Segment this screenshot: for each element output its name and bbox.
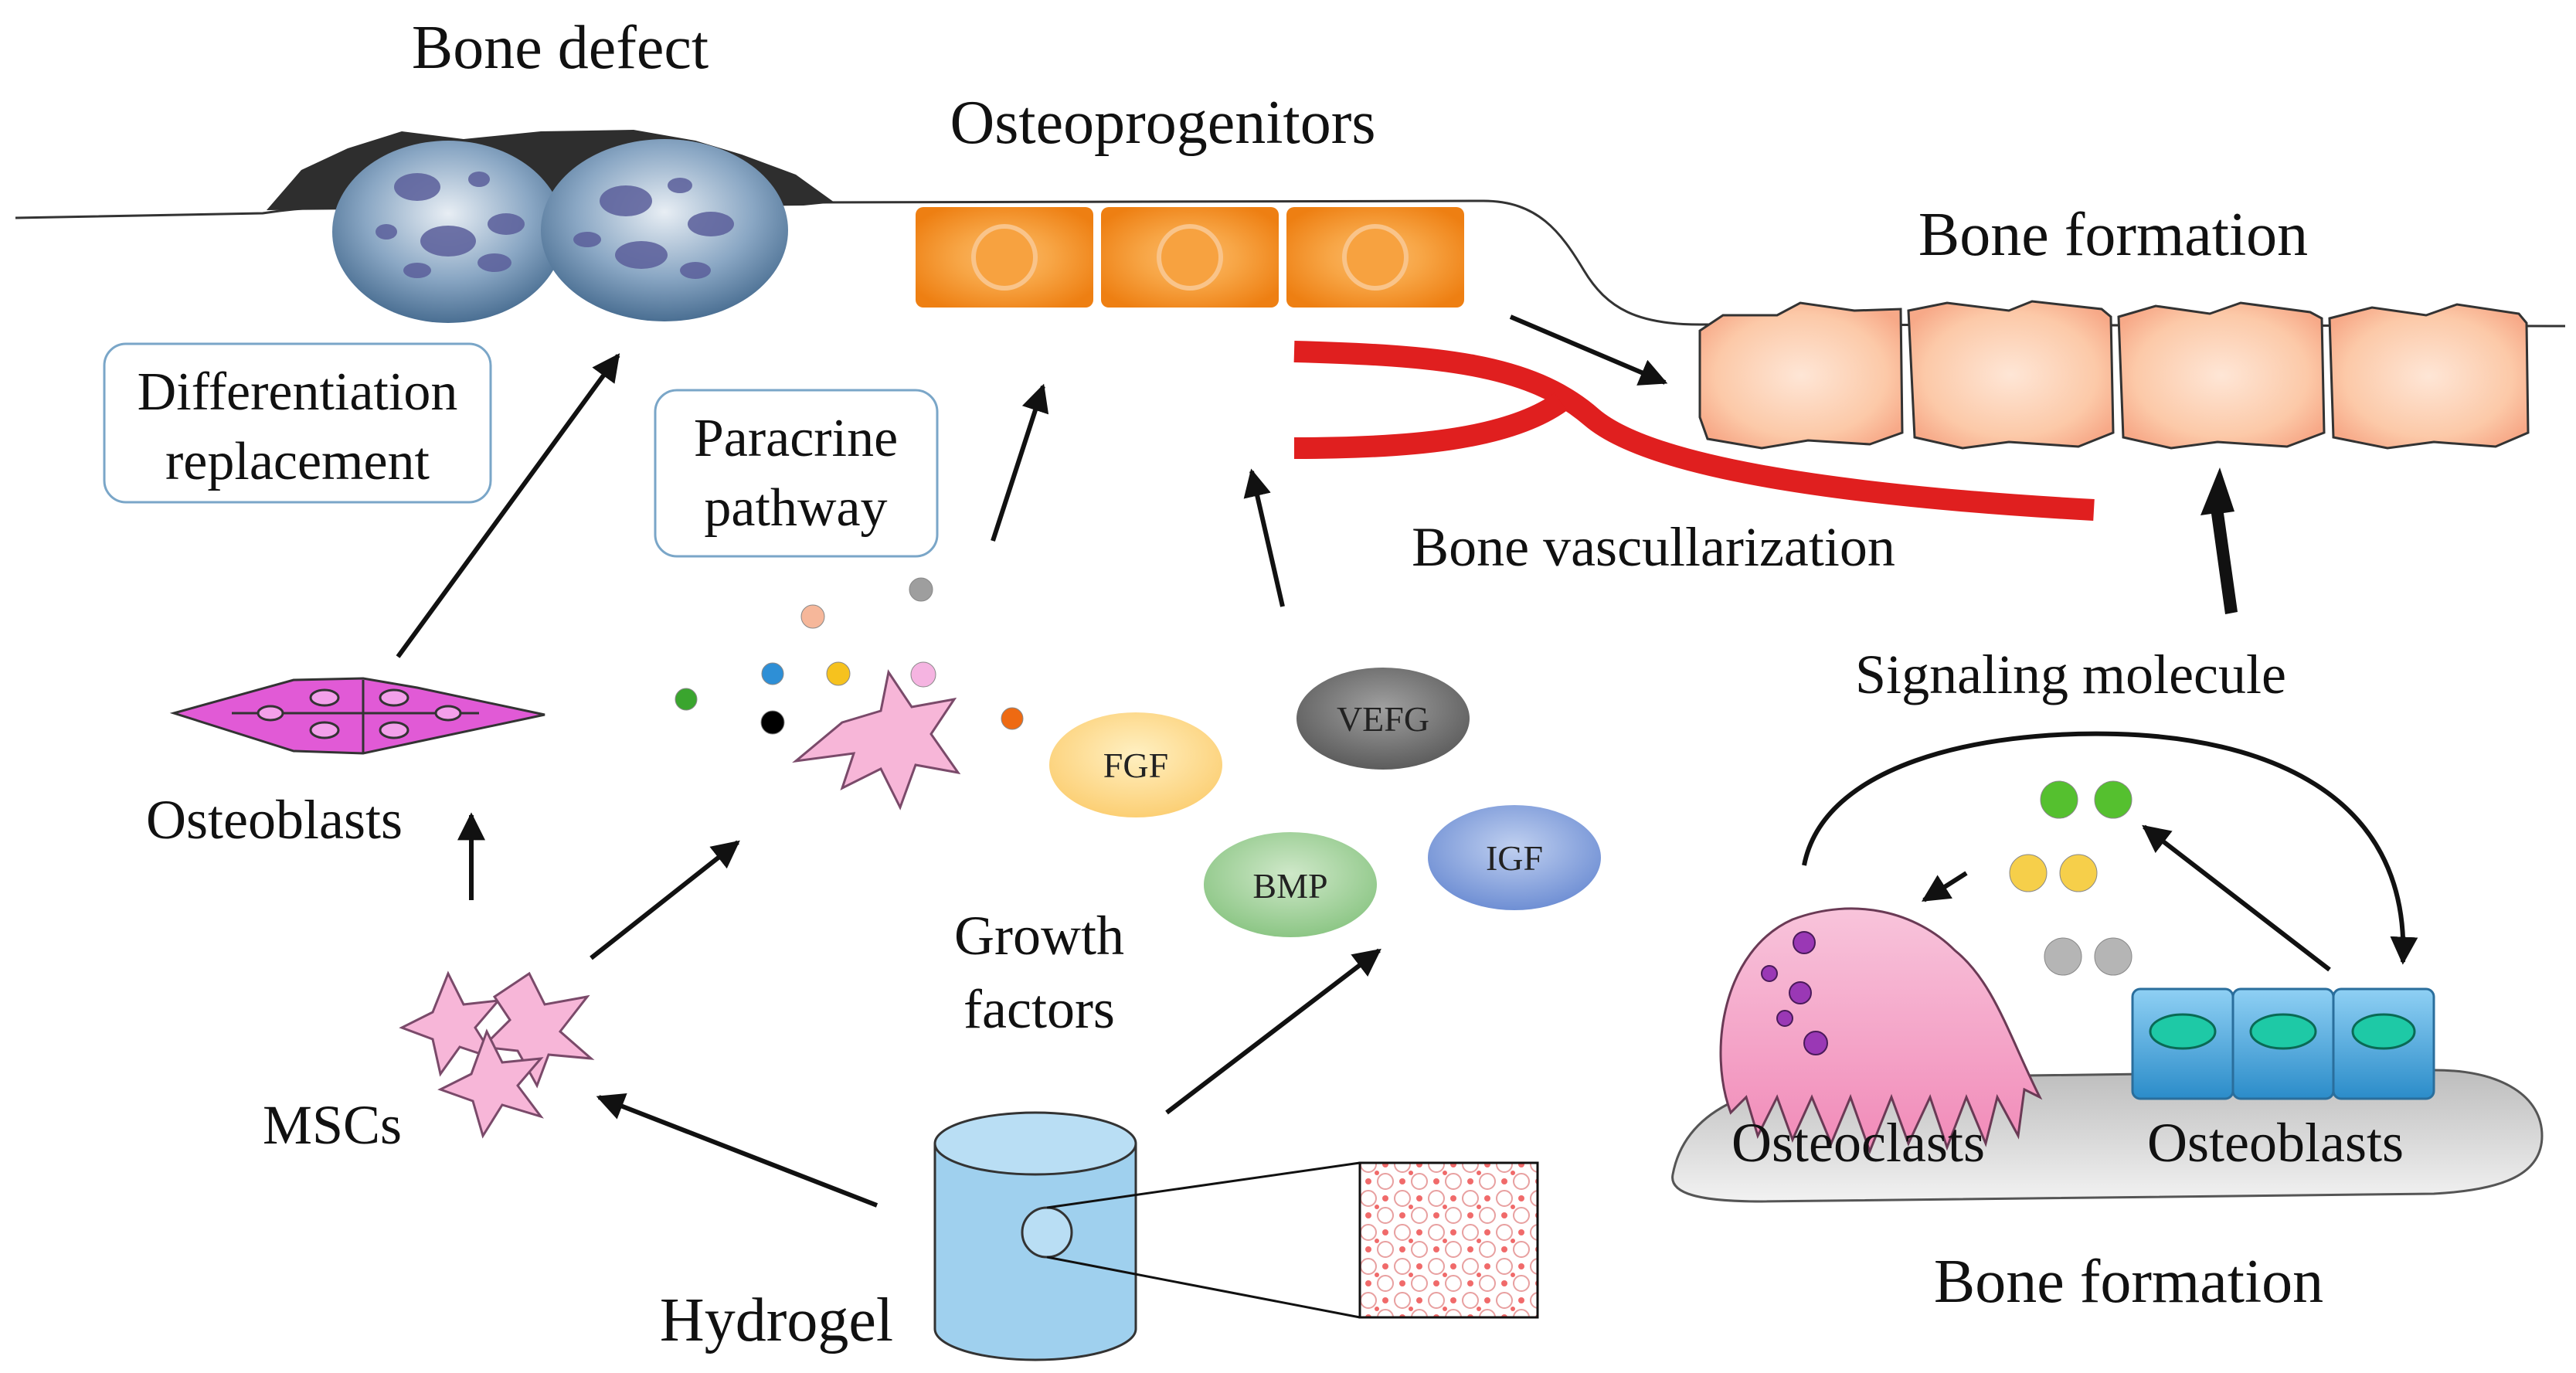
hydrogel-cylinder (933, 1111, 1137, 1361)
mscs-label: MSCs (263, 1094, 402, 1156)
bmp-blob (1204, 832, 1377, 937)
arrow-growth-to-progenitors (1243, 468, 1285, 607)
fgf-blob (1049, 712, 1222, 817)
vefg-blob (1296, 668, 1470, 770)
osteoclast-vesicles (1761, 931, 1828, 1055)
bone-defect-label: Bone defect (412, 14, 709, 82)
fgf-label: FGF (1103, 746, 1168, 785)
vefg-label: VEFG (1337, 699, 1429, 739)
arrow-mscs-to-paracrine (590, 840, 740, 960)
flow-arrows (396, 314, 2418, 1208)
arrow-progenitors-to-formation (1509, 314, 1668, 386)
secreted-molecules (675, 577, 1024, 735)
defect-cell-2 (541, 139, 788, 321)
arrow-osteoblasts-to-defect (396, 353, 620, 658)
igf-blob (1428, 805, 1601, 910)
paracrine-label-line2: pathway (704, 478, 887, 538)
paracrine-star-cell (792, 669, 961, 811)
osteoblast-cells-right (2131, 987, 2435, 1100)
arrow-hydrogel-to-mscs (596, 1093, 878, 1208)
blood-vessel-lower (1293, 393, 1568, 459)
osteoclast-cell (1719, 907, 2043, 1155)
osteoclasts-label: Osteoclasts (1731, 1112, 1985, 1174)
arrow-hydrogel-to-igf (1165, 948, 1381, 1115)
osteoblasts-right-label: Osteoblasts (2147, 1112, 2404, 1174)
arrow-osteoblasts-to-signal (2142, 824, 2331, 972)
hydrogel-label: Hydrogel (660, 1286, 893, 1354)
arrow-signal-to-osteoclast (1921, 871, 1968, 902)
igf-label: IGF (1486, 838, 1543, 878)
differentiation-label-line2: replacement (165, 432, 430, 491)
paracrine-label-line1: Paracrine (694, 409, 898, 468)
signaling-molecule-dots (2009, 780, 2133, 976)
osteoblast-cells-left (169, 677, 545, 755)
osteoblasts-left-label: Osteoblasts (146, 789, 403, 851)
hydrogel-micrograph (1358, 1161, 1539, 1319)
bone-formation-top-label: Bone formation (1918, 201, 2308, 269)
bone-formation-cells (1698, 300, 2530, 450)
bone-vascularization-label: Bone vascullarization (1412, 516, 1895, 578)
bone-formation-bottom-label: Bone formation (1934, 1248, 2323, 1316)
osteoprogenitor-cells (916, 207, 1464, 308)
growth-factors-label-line2: factors (963, 978, 1115, 1040)
differentiation-label-line1: Differentiation (138, 362, 458, 422)
bone-defect-group (267, 130, 834, 323)
blood-vessel-upper (1293, 341, 2095, 521)
hydrogel-zoom-lines (1046, 1161, 1361, 1319)
paracrine-box (654, 389, 939, 558)
arrow-paracrine-to-progenitors (991, 383, 1049, 542)
bmp-label: BMP (1252, 866, 1327, 906)
arrow-osteoclast-to-osteoblast-loop (1802, 731, 2418, 965)
arrow-signal-to-bone-formation (2200, 467, 2238, 614)
msc-cells (399, 970, 595, 1139)
differentiation-box (103, 342, 492, 504)
growth-factors-label-line1: Growth (954, 905, 1124, 967)
signaling-molecule-label: Signaling molecule (1855, 644, 2286, 705)
osteoprogenitors-label: Osteoprogenitors (950, 89, 1375, 157)
